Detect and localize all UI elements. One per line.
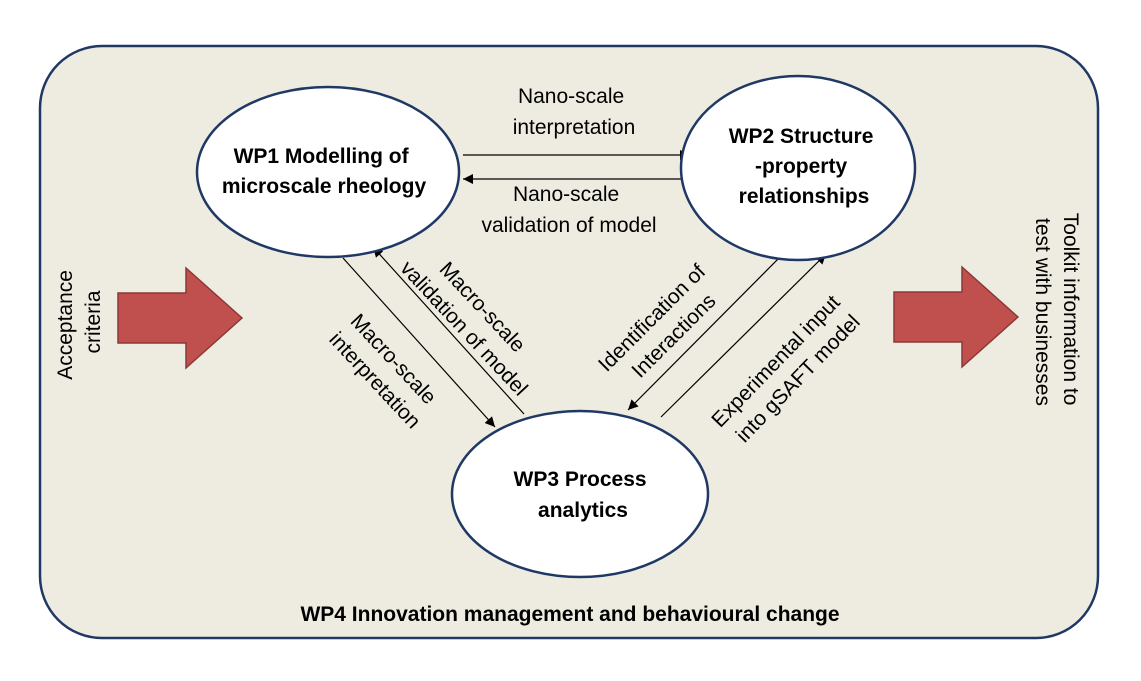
right-arrow-icon (893, 265, 1020, 369)
wp2-label-line3: relationships (739, 185, 870, 208)
edge-identification (627, 252, 785, 411)
nano-interpretation-line1: Nano-scale (518, 85, 624, 108)
wp1-label-line1: WP1 Modelling of (234, 145, 410, 168)
nano-validation-line1: Nano-scale (513, 183, 619, 206)
svg-text:Nano-scale validation of m: Nano-scale validation of model (481, 183, 656, 237)
wp3-label-line1: WP3 Process (514, 468, 647, 491)
acceptance-criteria-line2: criteria (82, 290, 105, 353)
svg-text:WP2 Structure -property: WP2 Structure -property relationships (729, 125, 880, 208)
wp3-label-line2: analytics (538, 499, 628, 522)
svg-text:WP1 Modelling of microscal: WP1 Modelling of microscale rheology (222, 145, 427, 198)
toolkit-info-line2: test with businesses (1031, 218, 1054, 406)
nano-interpretation-line2: interpretation (513, 116, 636, 139)
svg-text:Acceptance criteria: Acceptance criteria (54, 264, 105, 380)
wp2-node (679, 74, 917, 262)
acceptance-criteria-line1: Acceptance (54, 270, 77, 380)
toolkit-info-line1: Toolkit information to (1059, 213, 1082, 406)
edge-macro-interpretation (342, 257, 496, 428)
svg-text:Toolkit information to tes: Toolkit information to test with busines… (1031, 213, 1082, 411)
wp3-node (450, 409, 710, 579)
svg-text:Nano-scale interpretation: Nano-scale interpretation (513, 85, 636, 139)
wp2-label-line1: WP2 Structure (729, 125, 874, 148)
wp2-label-line2: -property (755, 155, 847, 178)
right-arrow-icon (117, 266, 244, 370)
wp1-node (195, 85, 461, 259)
svg-text:WP3 Process analytics: WP3 Process analytics (514, 468, 653, 522)
wp4-title: WP4 Innovation management and behavioura… (300, 603, 839, 626)
nano-validation-line2: validation of model (481, 214, 656, 237)
wp1-label-line2: microscale rheology (222, 175, 427, 198)
edge-experimental-input (660, 253, 827, 418)
edge-macro-validation (372, 246, 525, 415)
